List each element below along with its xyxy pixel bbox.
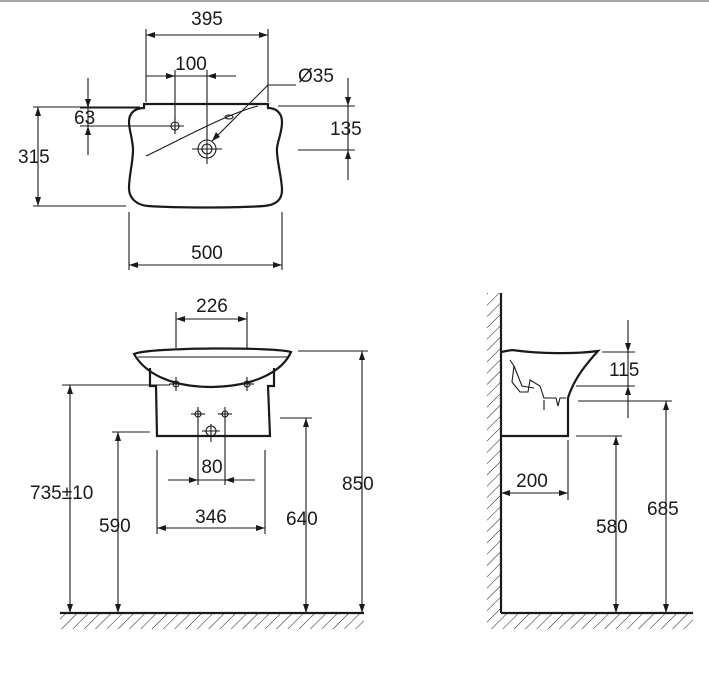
small-hole [224,114,234,120]
dim-63: 63 [74,108,95,129]
dim-580: 580 [596,517,628,538]
dim-590: 590 [99,516,131,537]
top-view: 395 100 Ø35 63 315 135 [18,9,362,270]
dim-640: 640 [286,509,318,530]
dim-735: 735±10 [30,483,93,504]
side-wall-hatch [487,293,501,613]
dim-226: 226 [196,296,228,317]
dim-346: 346 [195,507,227,528]
dim-395: 395 [191,9,223,30]
front-pedestal [148,368,276,438]
dim-200: 200 [516,471,548,492]
dim-80: 80 [201,457,222,478]
front-basin-bowl [132,347,293,389]
front-waste-symbols [191,407,232,442]
side-view: 115 200 580 685 [487,293,693,629]
side-floor-hatch [487,613,693,629]
side-basin-profile [500,348,601,438]
front-floor-hatch [60,613,364,629]
top-view-bowl-arc [145,105,259,157]
dim-850: 850 [342,474,374,495]
front-mount-screws [169,377,254,391]
dim-315: 315 [18,147,50,168]
dim-685: 685 [647,499,679,520]
dim-100: 100 [175,54,207,75]
dim-diameter-35: Ø35 [298,66,334,87]
dim-135: 135 [330,119,362,140]
dim-115: 115 [609,360,639,381]
front-view: 226 80 346 735±10 590 640 [30,296,374,629]
dim-500: 500 [191,243,223,264]
side-basin-interior [509,359,566,407]
tap-hole-symbol [192,134,222,164]
top-view-basin-outline [127,102,284,209]
overflow-hole-symbol [166,118,184,134]
